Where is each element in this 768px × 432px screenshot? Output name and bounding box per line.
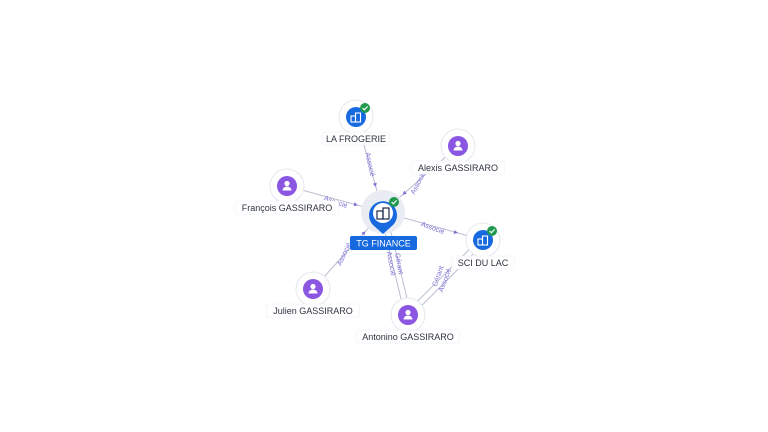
edge-arrow-icon bbox=[353, 202, 358, 207]
node-label: François GASSIRARO bbox=[242, 203, 333, 213]
company-icon bbox=[376, 207, 390, 220]
edge-label: Associé bbox=[385, 251, 396, 276]
verified-check-icon bbox=[487, 226, 497, 236]
edge-label: Associé bbox=[410, 171, 428, 196]
company-icon bbox=[350, 112, 362, 123]
edge-arrow-icon bbox=[453, 229, 458, 234]
node-francois[interactable]: François GASSIRARO bbox=[234, 168, 340, 215]
node-label-box bbox=[451, 255, 515, 270]
center-node-label-box bbox=[350, 236, 417, 250]
node-alexis[interactable]: Alexis GASSIRARO bbox=[411, 128, 505, 175]
center-node[interactable]: TG FINANCE bbox=[350, 190, 417, 250]
node-label: SCI DU LAC bbox=[458, 258, 509, 268]
edge-arrow-icon bbox=[361, 231, 366, 236]
edge-arrow-icon bbox=[372, 182, 377, 187]
node-label: Julien GASSIRARO bbox=[273, 306, 353, 316]
verified-check-icon bbox=[360, 103, 370, 113]
node-label-box bbox=[266, 303, 360, 318]
nodes-layer: LA FROGERIE Alexis GASSIRARO François GASS… bbox=[234, 99, 515, 344]
node-label-box bbox=[322, 131, 390, 146]
edge-label: Associé bbox=[363, 152, 375, 178]
edge-line bbox=[405, 237, 482, 314]
center-node-label: TG FINANCE bbox=[356, 239, 411, 249]
node-antonino[interactable]: Antonino GASSIRARO bbox=[355, 297, 461, 344]
edge-arrow-icon bbox=[402, 190, 407, 195]
person-icon bbox=[453, 140, 463, 151]
person-icon bbox=[282, 180, 292, 191]
person-icon bbox=[308, 283, 318, 294]
node-label: Alexis GASSIRARO bbox=[418, 163, 498, 173]
edge-label: Associé bbox=[420, 221, 446, 236]
company-icon bbox=[477, 235, 489, 246]
person-icon bbox=[403, 309, 413, 320]
node-la-frogerie[interactable]: LA FROGERIE bbox=[322, 99, 390, 146]
verified-check-icon bbox=[389, 197, 399, 207]
node-label: LA FROGERIE bbox=[326, 134, 386, 144]
edge-label: Gérant bbox=[393, 253, 404, 275]
node-label: Antonino GASSIRARO bbox=[362, 332, 454, 342]
node-label-box bbox=[355, 329, 461, 344]
node-label-box bbox=[234, 200, 340, 215]
node-sci-du-lac[interactable]: SCI DU LAC bbox=[451, 222, 515, 270]
edge-line bbox=[409, 241, 486, 318]
node-julien[interactable]: Julien GASSIRARO bbox=[266, 271, 360, 318]
node-label-box bbox=[411, 160, 505, 175]
